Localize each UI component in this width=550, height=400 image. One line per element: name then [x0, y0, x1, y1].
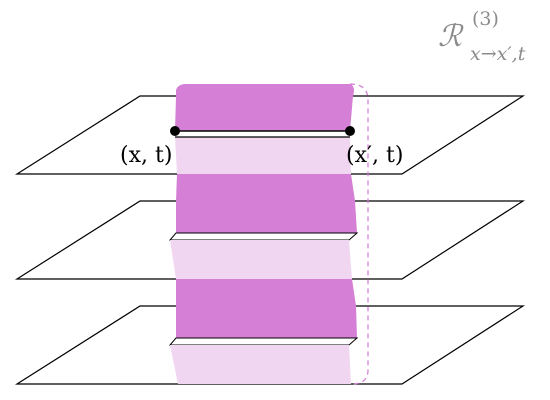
cut-bar-bottom [168, 337, 359, 346]
band-segment-top-dark [175, 96, 353, 131]
band-dashed-outline [349, 83, 369, 385]
band-segment-top-light [175, 137, 351, 174]
band-segment-bottom-dark [176, 306, 357, 338]
point-right [345, 126, 355, 136]
region-superscript: (3) [472, 8, 499, 30]
point-right-label: (x′, t) [346, 143, 403, 168]
cut-bar-middle [168, 232, 359, 241]
band-segment-middle-dark-lower [176, 279, 356, 306]
band-segment-bottom-light [170, 345, 351, 384]
band-segment-middle-dark [176, 201, 357, 233]
band-segment-middle-light [170, 240, 352, 279]
point-left [170, 126, 180, 136]
plane-top [14, 95, 526, 175]
band-segment-top-dark-lower [176, 174, 355, 201]
region-label: ℛ (3) x→x′,t [438, 8, 526, 65]
point-left-label: (x, t) [120, 143, 172, 168]
region-symbol: ℛ [438, 19, 464, 54]
region-subscript: x→x′,t [470, 43, 526, 65]
band-cap-top [176, 84, 354, 96]
